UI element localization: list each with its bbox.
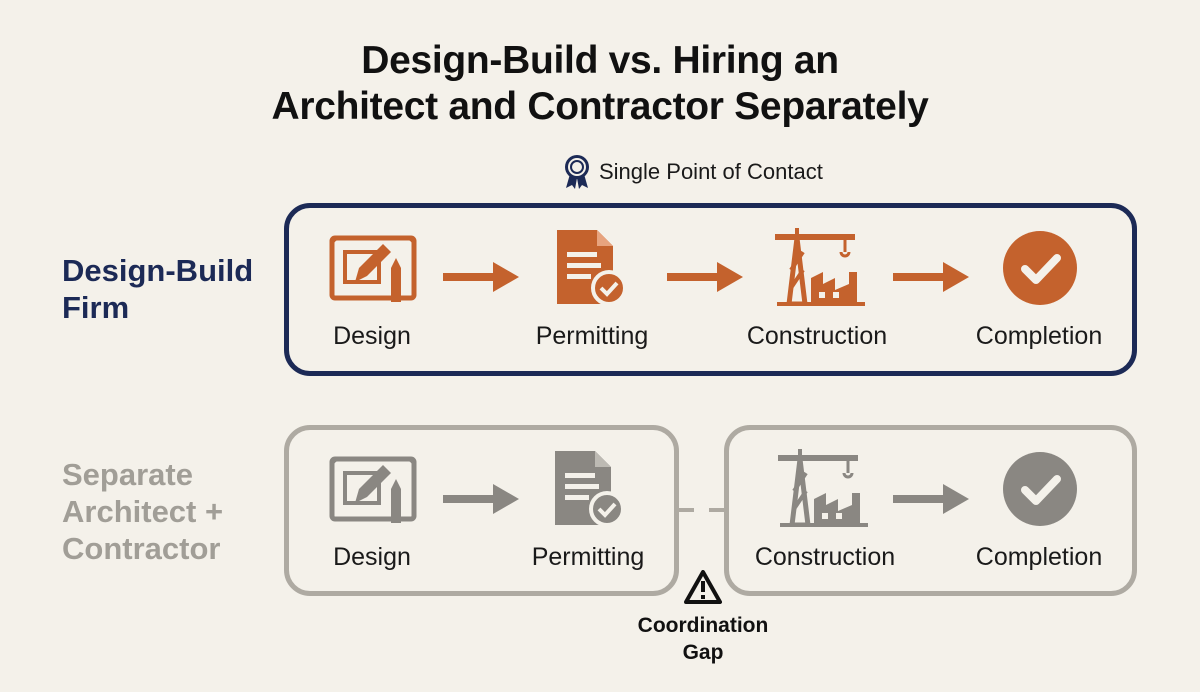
crane-building-icon xyxy=(775,228,865,306)
separate-label-line-3: Contractor xyxy=(62,531,221,566)
check-circle-icon xyxy=(1000,228,1080,308)
award-ribbon-icon xyxy=(563,154,591,190)
title-line-1: Design-Build vs. Hiring an xyxy=(361,39,839,82)
badge-label: Single Point of Contact xyxy=(599,159,823,184)
coordination-gap-label: Coordination Gap xyxy=(603,612,803,666)
design-build-label-line-1: Design-Build xyxy=(62,253,254,288)
step-construction-label: Construction xyxy=(746,322,888,350)
arrow-icon xyxy=(893,484,969,514)
arrow-icon xyxy=(443,262,519,292)
title-line-2: Architect and Contractor Separately xyxy=(271,85,929,128)
step-completion-label: Completion xyxy=(975,543,1103,571)
check-circle-icon xyxy=(1000,449,1080,529)
gap-connector xyxy=(679,508,694,512)
separate-label-line-2: Architect + xyxy=(62,494,224,529)
arrow-icon xyxy=(893,262,969,292)
step-completion-label: Completion xyxy=(975,322,1103,350)
document-check-icon xyxy=(553,449,627,529)
blueprint-pencil-icon xyxy=(329,453,417,527)
arrow-icon xyxy=(667,262,743,292)
step-design-label: Design xyxy=(333,543,411,571)
blueprint-pencil-icon xyxy=(329,232,417,306)
step-design-label: Design xyxy=(333,322,411,350)
separate-label: Separate Architect + Contractor xyxy=(62,456,223,567)
design-build-box xyxy=(284,203,1137,376)
page-title: Design-Build vs. Hiring an Architect and… xyxy=(0,38,1200,130)
architect-box xyxy=(284,425,679,596)
arrow-icon xyxy=(443,484,519,514)
gap-line-1: Coordination xyxy=(637,614,769,637)
single-point-of-contact: Single Point of Contact xyxy=(563,152,823,192)
document-check-icon xyxy=(555,228,629,308)
contractor-box xyxy=(724,425,1137,596)
crane-building-icon xyxy=(778,449,868,527)
step-permitting-label: Permitting xyxy=(535,322,649,350)
separate-label-line-1: Separate xyxy=(62,457,193,492)
warning-triangle-icon xyxy=(684,570,722,609)
step-permitting-label: Permitting xyxy=(531,543,645,571)
design-build-label-line-2: Firm xyxy=(62,290,130,325)
gap-line-2: Gap xyxy=(682,641,724,664)
step-construction-label: Construction xyxy=(754,543,896,571)
gap-connector xyxy=(709,508,724,512)
design-build-label: Design-Build Firm xyxy=(62,252,253,326)
